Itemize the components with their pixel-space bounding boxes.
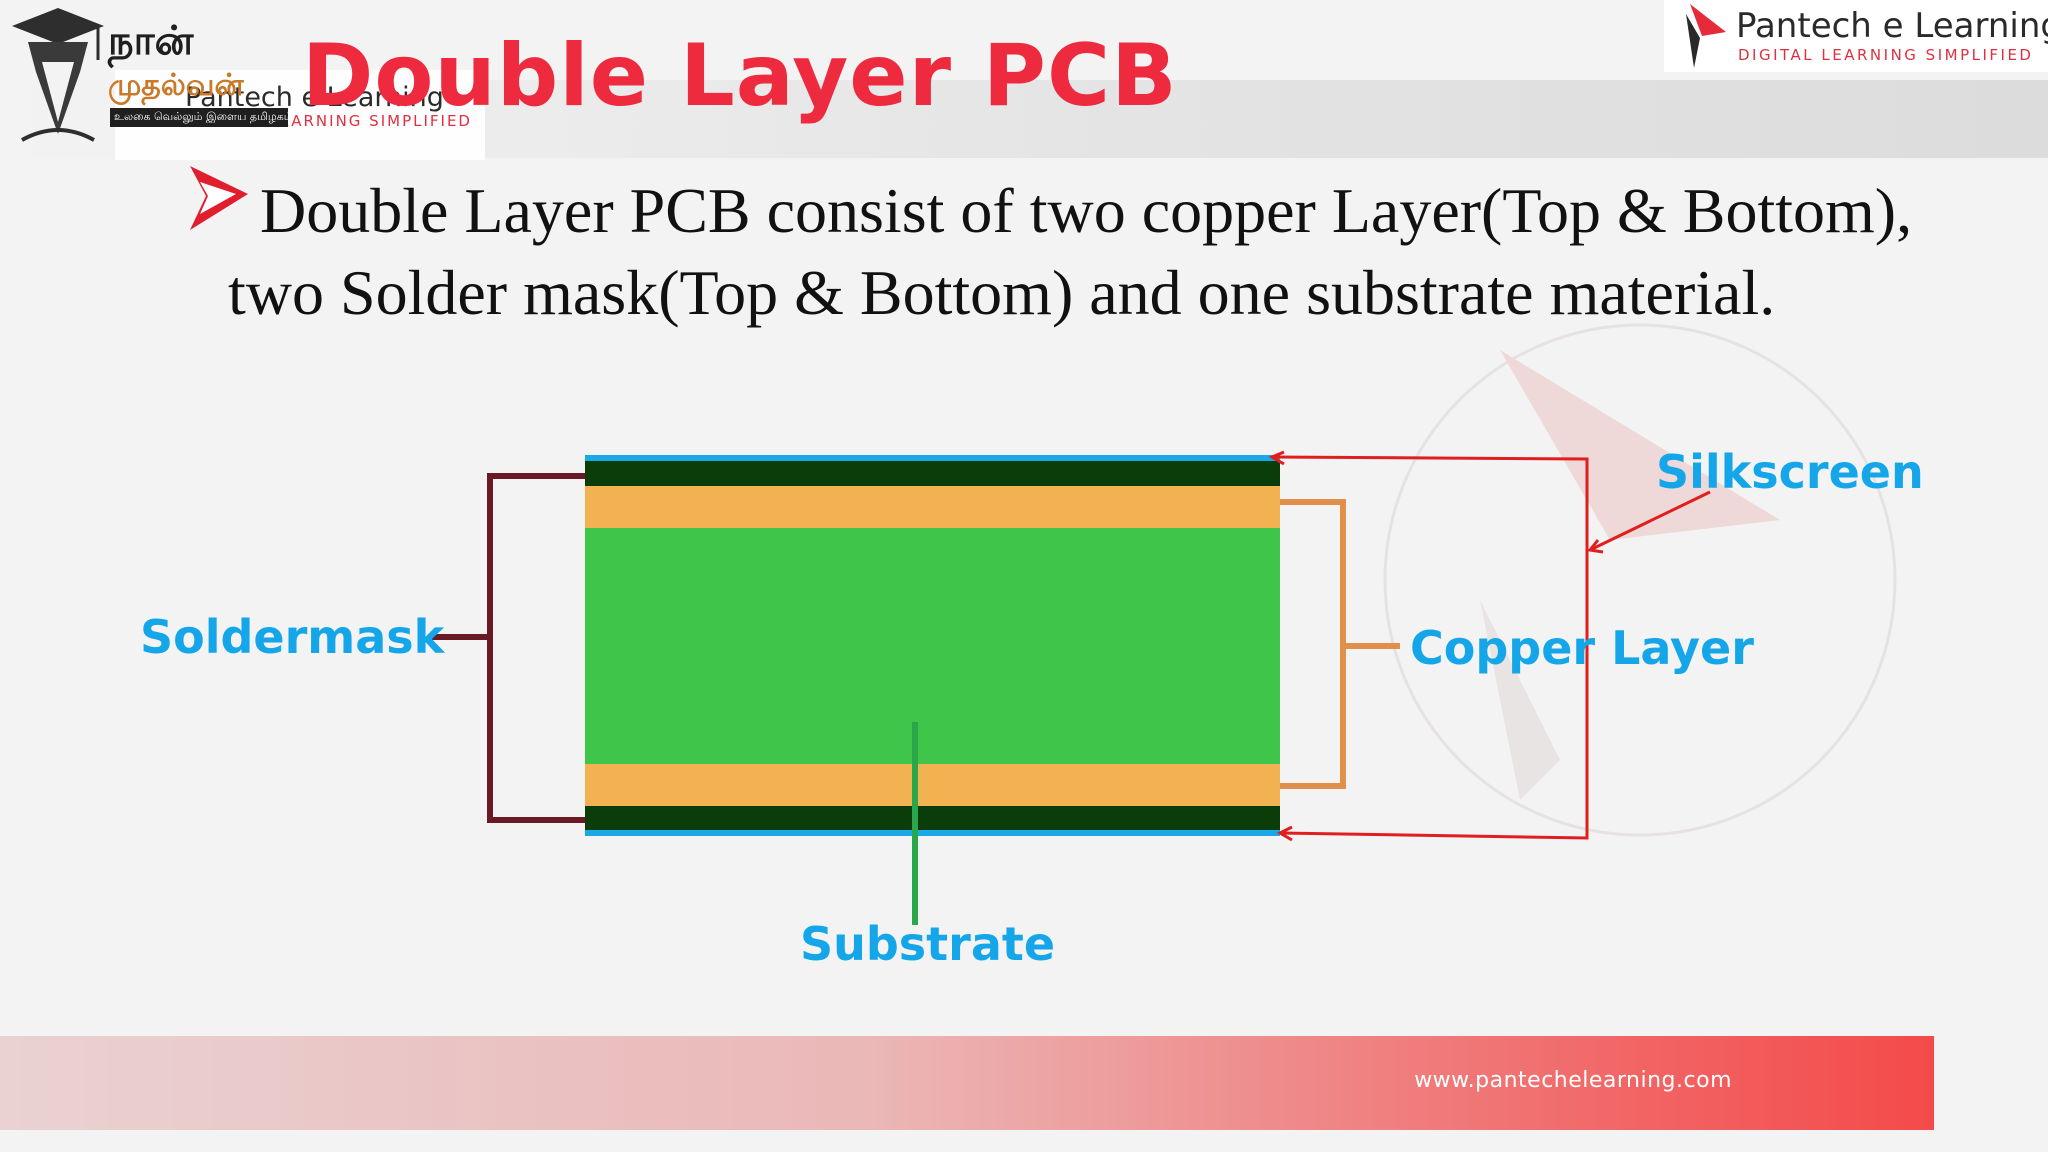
bullet-text: Double Layer PCB consist of two copper L… (228, 175, 1913, 328)
silkscreen-arrowhead-bottom (1276, 825, 1293, 842)
emblem-ring (1383, 323, 1897, 837)
pantech-logo-icon (1686, 4, 1726, 68)
top-copper-layer (585, 486, 1280, 528)
naan-mudhalvan-tagline: உலகை வெல்லும் இளைய தமிழகம் (110, 108, 293, 127)
naan-mudhalvan-logo: நான் முதல்வன் உலகை வெல்லும் இளைய தமிழகம் (8, 2, 293, 152)
watermark-logo-name: Pantech e Learning (185, 82, 444, 113)
pantech-logo-name: Pantech e Learning (1736, 6, 2048, 46)
bottom-soldermask-layer (585, 806, 1280, 832)
silkscreen-bracket (1271, 455, 1589, 840)
silkscreen-label: Silkscreen (1656, 445, 1924, 499)
copper-bracket (1280, 499, 1346, 789)
pantech-logo-tagline: DIGITAL LEARNING SIMPLIFIED (1738, 46, 2034, 64)
naan-mudhalvan-line1: நான் (108, 18, 194, 64)
bottom-copper-layer (585, 764, 1280, 806)
bottom-silkscreen-layer (585, 830, 1280, 836)
top-soldermask-layer (585, 460, 1280, 486)
naan-mudhalvan-line2: முதல்வன் (108, 68, 244, 103)
pantech-logo: Pantech e Learning DIGITAL LEARNING SIMP… (1664, 0, 2048, 72)
soldermask-bracket (487, 473, 585, 823)
footer-url: www.pantechelearning.com (1414, 1068, 1732, 1093)
top-silkscreen-layer (585, 455, 1280, 461)
substrate-label: Substrate (800, 917, 1055, 971)
silkscreen-pointer (1589, 490, 1711, 552)
page-title: Double Layer PCB (302, 26, 1178, 126)
footer-band: www.pantechelearning.com (0, 1036, 1934, 1130)
silkscreen-pointer-arrowhead (1587, 539, 1604, 554)
mortarboard-pen-icon (12, 8, 104, 142)
emblem-shape-lower (1480, 600, 1560, 800)
copper-layer-label: Copper Layer (1410, 621, 1754, 675)
bullet-arrow-icon (190, 166, 248, 230)
substrate-layer (585, 528, 1280, 764)
silkscreen-arrowhead-top (1268, 450, 1285, 466)
soldermask-label: Soldermask (140, 610, 446, 664)
